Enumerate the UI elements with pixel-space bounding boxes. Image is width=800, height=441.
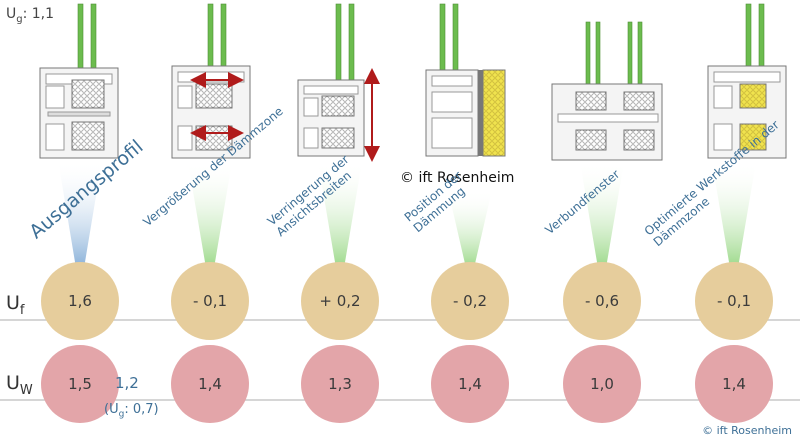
ug-top-value: : 1,1: [22, 6, 55, 22]
uw-value-2: 1,4: [171, 345, 249, 423]
beam-6: [712, 162, 756, 268]
uw-row-label: UW: [6, 372, 33, 398]
uf-value-2: - 0,1: [171, 262, 249, 340]
uw-extra-note: (Ug: 0,7): [104, 402, 159, 420]
profile-4-section: [425, 3, 506, 157]
uf-value-3: + 0,2: [301, 262, 379, 340]
copyright-center: © ift Rosenheim: [400, 170, 515, 186]
profile-2-section: [171, 3, 251, 159]
beam-3: [318, 162, 362, 268]
uf-value-5: - 0,6: [563, 262, 641, 340]
ug-top-symbol: U: [6, 6, 17, 22]
profile-5-section: [551, 21, 663, 161]
ug-top-sub: g: [16, 13, 23, 25]
profile-3-section: [297, 3, 380, 162]
profile-6-section: [707, 3, 787, 159]
uw-value-1: 1,5: [41, 345, 119, 423]
ug-top-label: Ug: 1,1: [6, 6, 54, 25]
beam-5: [580, 162, 624, 268]
uf-value-4: - 0,2: [431, 262, 509, 340]
beam-4: [448, 190, 492, 268]
uf-row-label: Uf: [6, 292, 25, 318]
profile-1-section: [39, 3, 119, 159]
beam-2: [188, 162, 232, 268]
beam-1: [58, 160, 102, 268]
uf-value-1: 1,6: [41, 262, 119, 340]
uw-value-6: 1,4: [695, 345, 773, 423]
uw-value-4: 1,4: [431, 345, 509, 423]
copyright-corner: © ift Rosenheim: [702, 424, 792, 437]
uw-value-5: 1,0: [563, 345, 641, 423]
uw-extra-value: 1,2: [115, 374, 139, 392]
uf-value-6: - 0,1: [695, 262, 773, 340]
uw-value-3: 1,3: [301, 345, 379, 423]
